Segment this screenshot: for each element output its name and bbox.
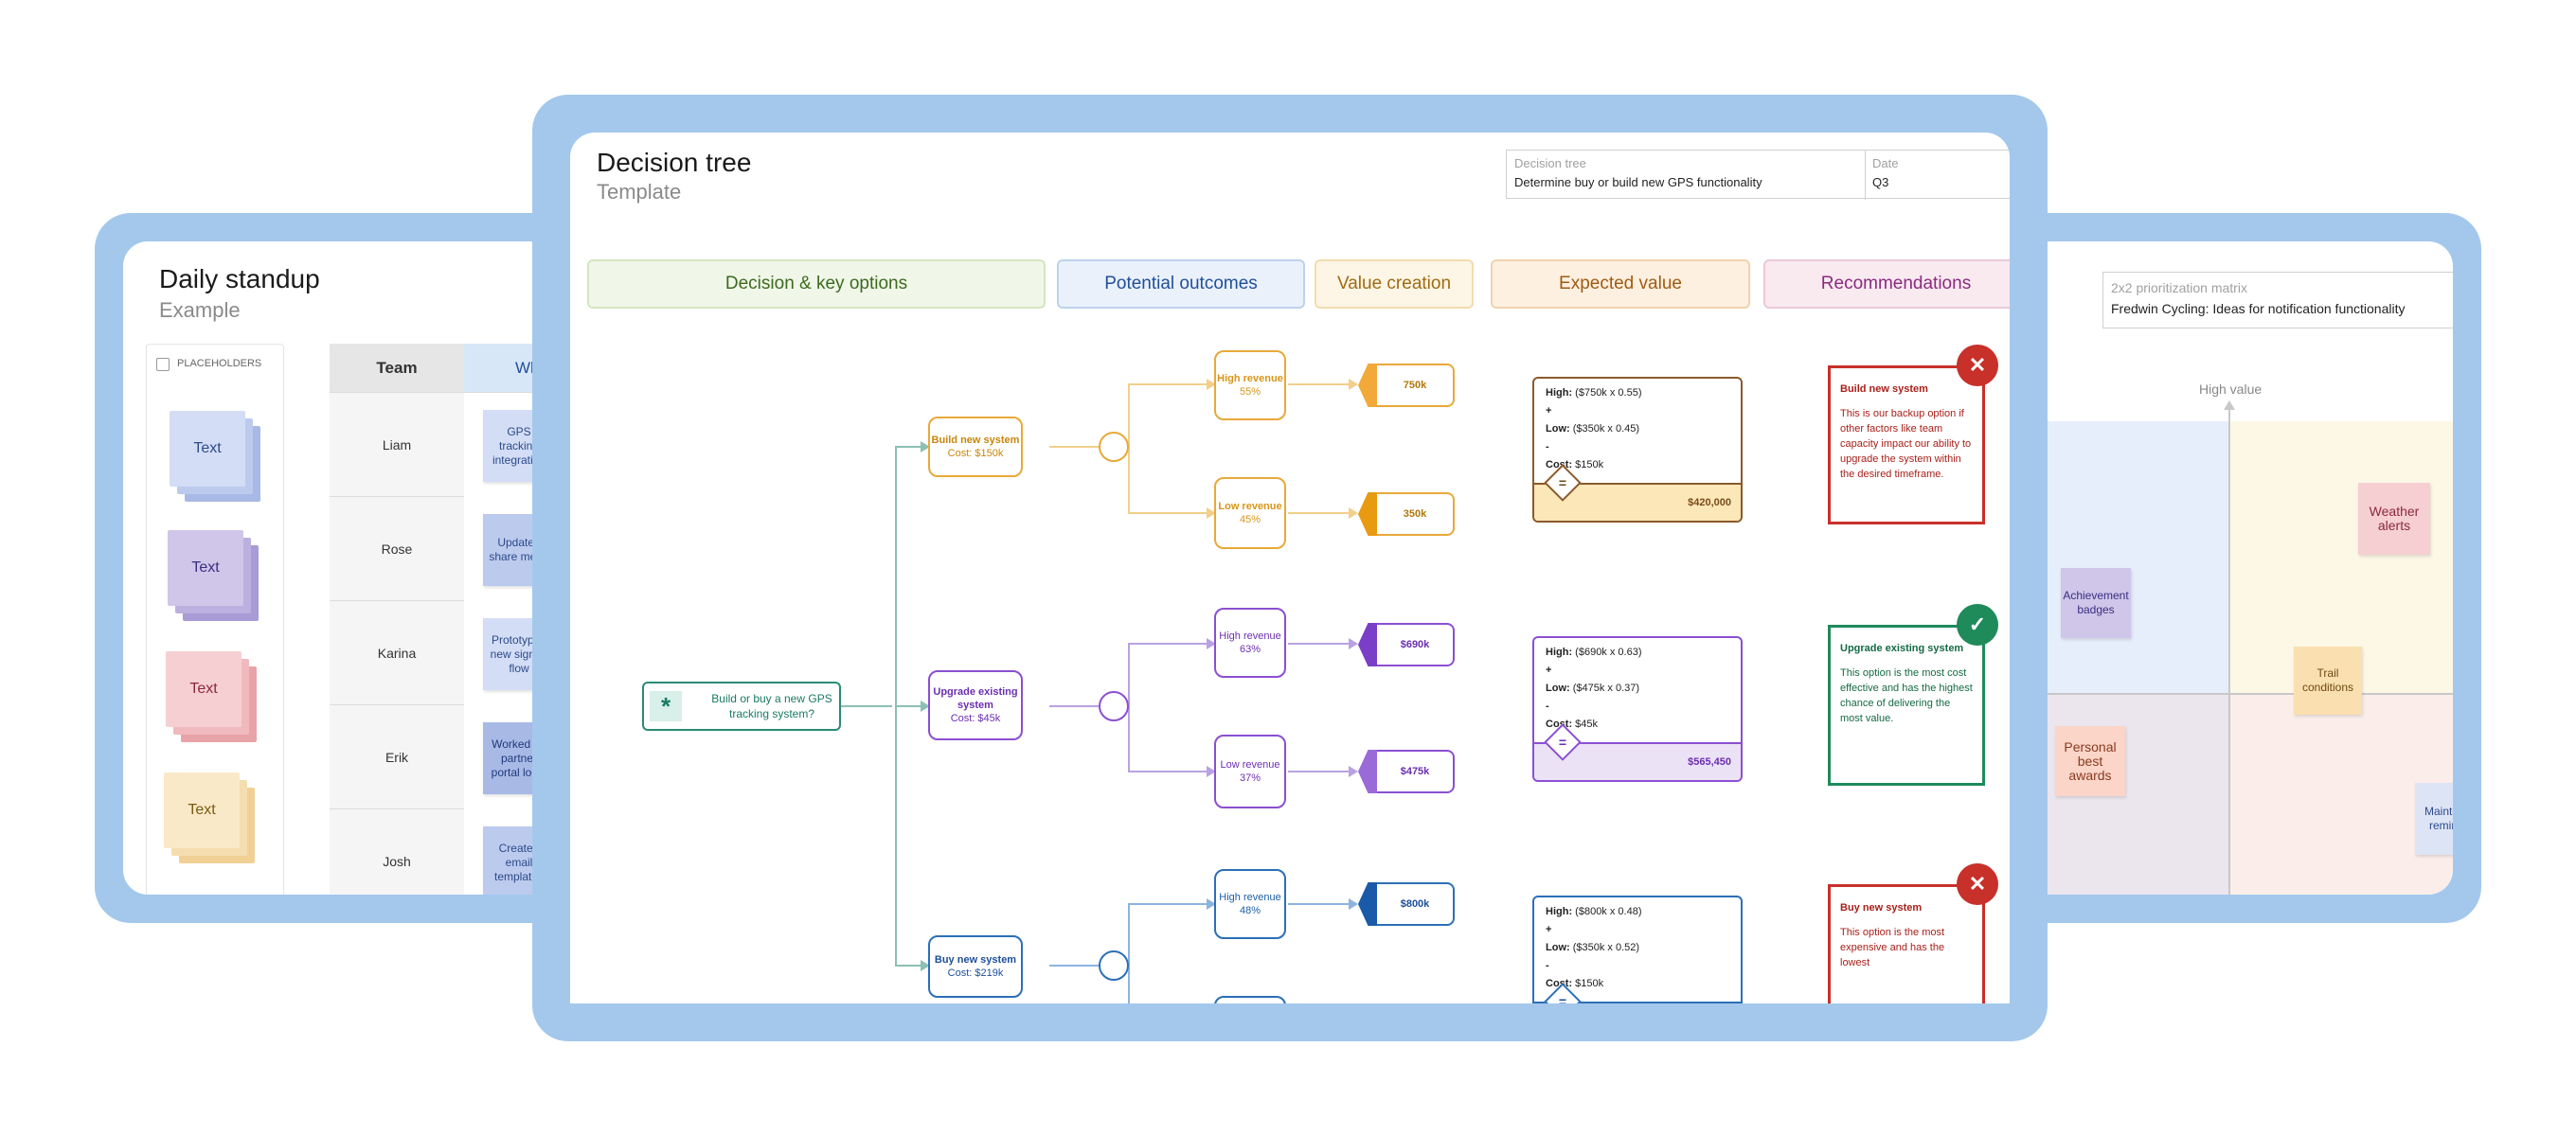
root-decision-node[interactable]: * Build or buy a new GPS tracking system… (642, 682, 841, 731)
equals-sign: = (1558, 734, 1567, 750)
matrix-note[interactable]: Achievement badges (2061, 568, 2131, 638)
table-row-name: Rose (330, 497, 464, 601)
board-subtitle: Example (159, 298, 241, 322)
decision-tree-board[interactable]: Decision tree Template Decision tree Det… (570, 133, 2010, 1003)
equals-sign: = (1558, 993, 1567, 1004)
matrix-note[interactable]: Mainter remin (2415, 783, 2453, 855)
value-tag[interactable]: 750k (1358, 364, 1455, 407)
date-label: Date (1872, 156, 1899, 170)
matrix-info-label: 2x2 prioritization matrix (2111, 280, 2247, 295)
check-badge-icon: ✓ (1957, 604, 1998, 646)
column-header-expected: Expected value (1491, 259, 1750, 309)
decision-info-box: Decision tree Determine buy or build new… (1506, 150, 2010, 200)
sticky-stack-yellow[interactable]: Text (164, 772, 259, 867)
expected-value-card[interactable]: High: ($750k x 0.55) + Low: ($350k x 0.4… (1532, 377, 1743, 523)
value-tag[interactable]: $800k (1358, 882, 1455, 926)
equals-sign: = (1558, 474, 1567, 490)
chance-node-upgrade[interactable] (1099, 691, 1129, 721)
recommendation-card[interactable]: Buy new system This option is the most e… (1828, 884, 1985, 1003)
root-decision-text: Build or buy a new GPS tracking system? (711, 692, 832, 720)
value-tag[interactable]: 350k (1358, 492, 1455, 536)
matrix-info-box: 2x2 prioritization matrix Fredwin Cyclin… (2102, 272, 2453, 328)
table-row-name: Josh (330, 809, 464, 895)
decision-info-value: Determine buy or build new GPS functiona… (1514, 175, 1762, 189)
table-row-name: Liam (330, 393, 464, 497)
value-tag[interactable]: $690k (1358, 623, 1455, 666)
date-value: Q3 (1872, 175, 1889, 189)
sticky-note-icon (156, 358, 170, 371)
sticky-stack-purple[interactable]: Text (168, 530, 262, 625)
column-header-decision: Decision & key options (587, 259, 1046, 309)
outcome-node-partial[interactable] (1214, 996, 1286, 1003)
recommendation-card[interactable]: Upgrade existing system This option is t… (1828, 625, 1985, 786)
decision-info-label: Decision tree (1514, 156, 1586, 170)
matrix-note[interactable]: Weather alerts (2358, 483, 2430, 555)
daily-standup-board[interactable]: Daily standup Example PLACEHOLDERS Text … (123, 241, 587, 895)
info-divider (1865, 151, 1866, 200)
column-header-value: Value creation (1315, 259, 1474, 309)
matrix-note[interactable]: Personal best awards (2055, 726, 2125, 796)
sticky-stack-blue[interactable]: Text (170, 411, 264, 506)
column-header-recommendations: Recommendations (1763, 259, 2010, 309)
expected-total (1534, 1002, 1741, 1003)
axis-arrow (2224, 400, 2235, 410)
tree-connectors (839, 379, 1358, 1003)
table-row-name: Erik (330, 705, 464, 809)
reject-badge-icon: ✕ (1957, 863, 1998, 905)
reject-badge-icon: ✕ (1957, 345, 1998, 386)
expected-value-card[interactable]: High: ($800k x 0.48) + Low: ($350k x 0.5… (1532, 896, 1743, 1003)
sticky-stack-pink[interactable]: Text (166, 651, 260, 746)
board-subtitle: Template (597, 180, 682, 204)
chance-node-build[interactable] (1099, 432, 1129, 462)
chance-node-buy[interactable] (1099, 950, 1129, 981)
recommendation-card[interactable]: Build new system This is our backup opti… (1828, 365, 1985, 524)
expected-total: $565,450 (1534, 742, 1741, 780)
table-row-name: Karina (330, 601, 464, 705)
axis-label-high-value: High value (2199, 382, 2263, 397)
matrix-info-value: Fredwin Cycling: Ideas for notification … (2111, 301, 2406, 316)
placeholders-label: PLACEHOLDERS (177, 358, 262, 369)
asterisk-icon: * (650, 691, 682, 721)
matrix-note[interactable]: Trail conditions (2294, 647, 2362, 715)
prioritization-matrix-board[interactable]: 2x2 prioritization matrix Fredwin Cyclin… (1989, 241, 2453, 895)
col-header-team: Team (330, 344, 464, 393)
vertical-axis (2228, 404, 2230, 895)
placeholders-panel: PLACEHOLDERS Text Text Text Text (146, 344, 284, 895)
horizontal-axis (1989, 693, 2453, 695)
board-title: Decision tree (597, 148, 752, 177)
board-title: Daily standup (159, 264, 320, 293)
value-tag[interactable]: $475k (1358, 750, 1455, 793)
expected-value-card[interactable]: High: ($690k x 0.63) + Low: ($475k x 0.3… (1532, 636, 1743, 782)
column-header-outcomes: Potential outcomes (1057, 259, 1305, 309)
standup-table: Team What di Liam Rose Karina Erik Josh … (330, 344, 587, 895)
